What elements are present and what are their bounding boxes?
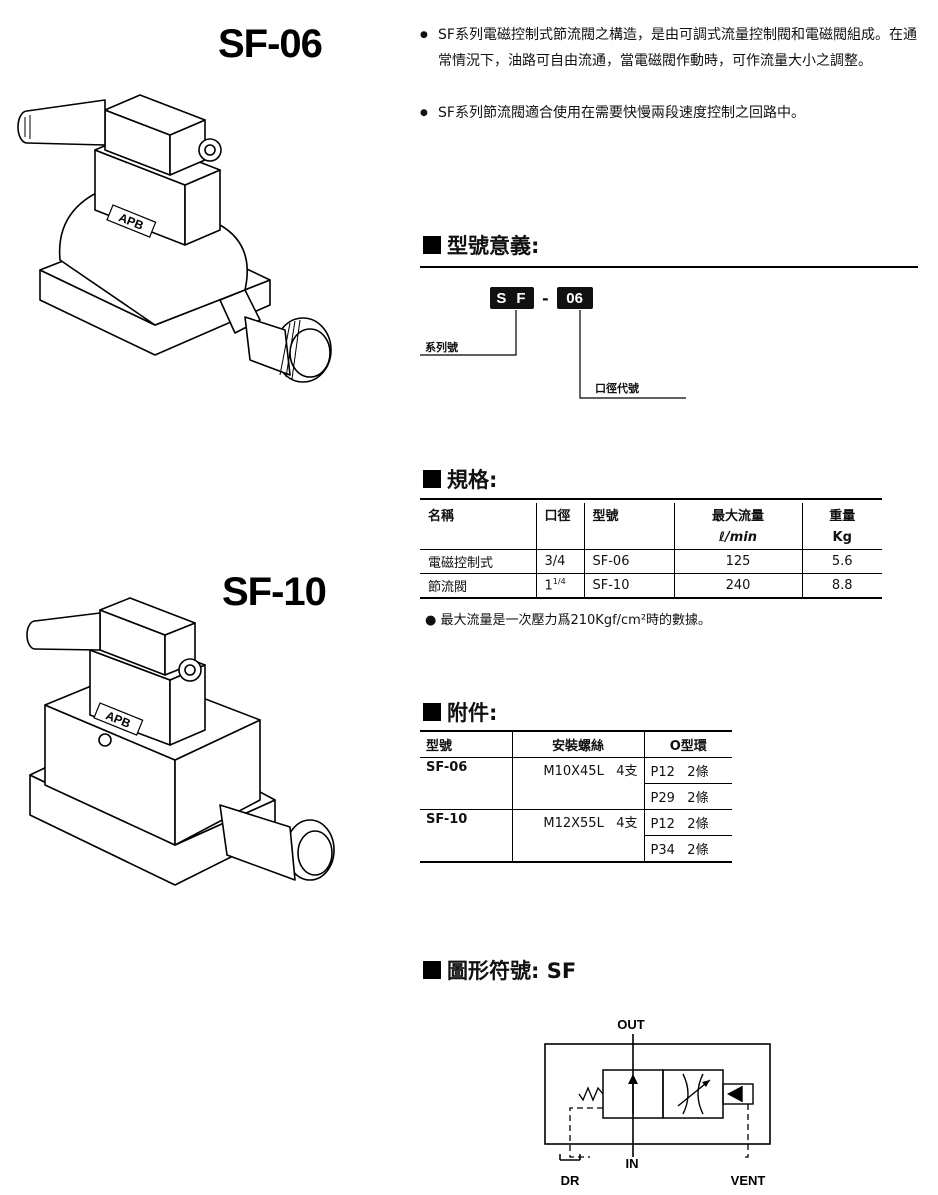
acc-model: SF-10 (426, 812, 468, 827)
size-label: 口徑代號 (595, 382, 639, 395)
acc-model: SF-06 (426, 760, 468, 775)
square-bullet-icon (423, 703, 441, 721)
table-row: 節流閥 11/4 SF-10 240 8.8 (420, 573, 882, 598)
spec-header: 名稱 (428, 509, 455, 524)
spec-unit-weight: Kg (801, 526, 882, 550)
description-item: SF系列電磁控制式節流閥之構造，是由可調式流量控制閥和電磁閥組成。在通常情況下，… (420, 22, 925, 74)
spec-header: 型號 (583, 503, 674, 526)
port-label-out: OUT (617, 1017, 645, 1032)
port-label-in: IN (626, 1156, 639, 1171)
description-item: SF系列節流閥適合使用在需要快慢兩段速度控制之回路中。 (420, 100, 925, 126)
series-label: 系列號 (425, 341, 458, 354)
size-code-box: 06 (556, 287, 593, 309)
spec-name-line: 電磁控制式 (428, 556, 494, 571)
spec-weight: 5.6 (801, 549, 882, 574)
table-row: 電磁控制式 3/4 SF-06 125 5.6 (420, 549, 882, 574)
section-title-model-code: 型號意義: (423, 230, 539, 260)
spec-model: SF-06 (583, 549, 674, 574)
spec-table: 名稱 口徑 型號 最大流量 重量 ℓ/min Kg 電磁控制式 3/4 SF-0… (420, 503, 882, 599)
section-title-accessories: 附件: (423, 697, 497, 727)
port-label-vent: VENT (731, 1173, 766, 1188)
spec-model: SF-10 (583, 573, 674, 598)
acc-header: O型環 (643, 731, 732, 758)
spec-note: ● 最大流量是一次壓力爲210Kgf/cm²時的數據。 (425, 613, 712, 628)
section-title-spec: 規格: (423, 464, 497, 494)
spec-header: 最大流量 (673, 503, 802, 526)
spec-flow: 125 (673, 549, 802, 574)
table-row: P34 2條 (420, 835, 732, 862)
valve-illustration-sf06: APB (17, 94, 332, 383)
spec-flow: 240 (673, 573, 802, 598)
spec-name-line: 節流閥 (428, 580, 468, 595)
model-title-sf06: SF-06 (218, 22, 323, 66)
acc-oring: P12 2條 (643, 757, 732, 784)
accessories-table: 型號 安裝螺絲 O型環 SF-06 M10X45L 4支 P12 2條 P29 … (420, 730, 732, 863)
code-separator: - (542, 288, 549, 308)
hydraulic-symbol: OUT IN DR VENT (544, 1017, 771, 1188)
port-label-dr: DR (561, 1173, 580, 1188)
spec-port: 11/4 (535, 573, 584, 598)
spec-port: 3/4 (535, 549, 584, 574)
model-code-leader-lines (420, 310, 686, 399)
square-bullet-icon (423, 961, 441, 979)
spec-weight: 8.8 (801, 573, 882, 598)
spec-header: 重量 (801, 503, 882, 526)
acc-oring: P29 2條 (643, 783, 732, 810)
description-list: SF系列電磁控制式節流閥之構造，是由可調式流量控制閥和電磁閥組成。在通常情況下，… (420, 22, 925, 126)
divider (420, 266, 918, 268)
acc-screw: M10X45L 4支 (511, 757, 644, 810)
table-row: SF-06 M10X45L 4支 P12 2條 (420, 757, 732, 810)
spec-unit-flow: ℓ/min (673, 526, 802, 550)
square-bullet-icon (423, 236, 441, 254)
square-bullet-icon (423, 470, 441, 488)
model-title-sf10: SF-10 (222, 570, 327, 614)
acc-screw: M12X55L 4支 (511, 809, 644, 862)
acc-oring: P12 2條 (643, 809, 732, 836)
spec-header: 口徑 (535, 503, 584, 526)
divider (420, 498, 882, 500)
acc-header: 型號 (426, 739, 453, 754)
acc-oring: P34 2條 (643, 835, 732, 862)
section-title-symbol: 圖形符號: SF (423, 955, 576, 985)
valve-illustration-sf10: APB (26, 597, 335, 886)
table-row: SF-10 M12X55L 4支 P12 2條 (420, 809, 732, 862)
acc-header: 安裝螺絲 (511, 731, 644, 758)
